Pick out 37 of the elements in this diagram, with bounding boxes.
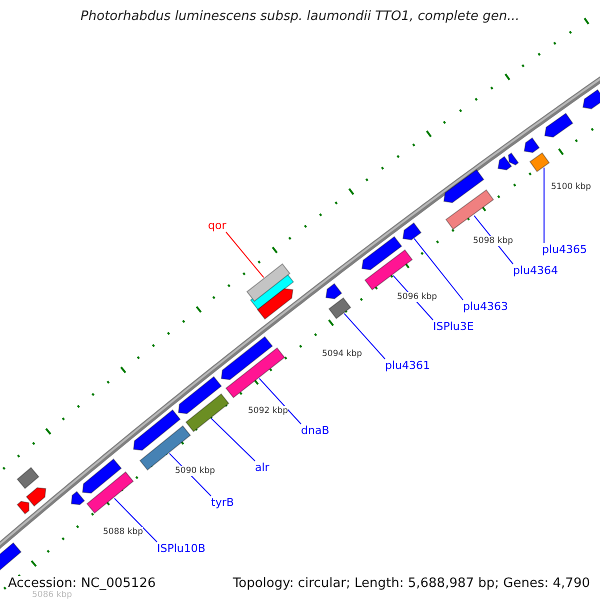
- tick-label: 5088 kbp: [103, 527, 144, 537]
- gene-bar: [365, 250, 413, 290]
- leader-line: [258, 378, 302, 424]
- tick-label: 5090 kbp: [175, 466, 216, 476]
- gene-bar: [402, 222, 421, 240]
- leader-line: [114, 498, 158, 542]
- tick-label: 5096 kbp: [397, 292, 438, 302]
- tick-label: 5094 kbp: [322, 349, 362, 359]
- gene-label: plu4363: [463, 300, 508, 313]
- tick-label: 5086 kbp: [32, 590, 72, 600]
- gene-label: tyrB: [211, 496, 234, 509]
- gene-bar: [246, 264, 290, 302]
- leader-line: [544, 167, 545, 244]
- gene-bar: [530, 152, 550, 172]
- map-info-text: Topology: circular; Length: 5,688,987 bp; Genes: 4,790: [232, 576, 590, 591]
- gene-bar: [226, 348, 284, 398]
- tick-label: 5100 kbp: [551, 182, 592, 192]
- gene-bar: [329, 298, 351, 318]
- leader-line: [344, 313, 386, 360]
- gene-label: plu4365: [542, 243, 588, 256]
- leader-line: [226, 232, 264, 278]
- gene-label: dnaB: [301, 424, 330, 437]
- leader-line: [414, 238, 464, 300]
- gene-bar: [86, 472, 134, 514]
- gene-bar: [446, 190, 494, 230]
- tick-label: 5092 kbp: [248, 406, 288, 416]
- leader-line: [210, 418, 256, 462]
- gene-label: plu4364: [513, 264, 558, 277]
- gene-label: qor: [208, 219, 226, 232]
- gene-label: plu4361: [385, 359, 430, 372]
- gene-label: alr: [255, 461, 270, 474]
- gene-label: ISPlu3E: [433, 320, 474, 333]
- map-info-text: Accession: NC_005126: [8, 576, 156, 591]
- map-title: Photorhabdus luminescens subsp. laumondii TTO1, complete gen...: [80, 9, 520, 24]
- tick-label: 5098 kbp: [473, 236, 514, 246]
- gene-bar: [186, 394, 228, 432]
- gene-label: ISPlu10B: [157, 542, 206, 555]
